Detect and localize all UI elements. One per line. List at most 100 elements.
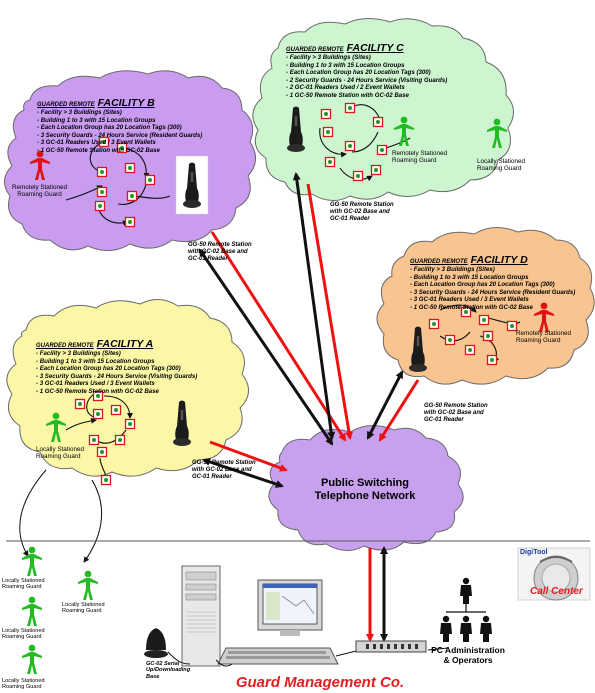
hq-guard-label: Locally Stationed Roaming Guard — [2, 628, 45, 641]
label-line: Roaming Guard — [2, 634, 42, 641]
facility-d-guard-label: Remotely Stationed Roaming Guard — [516, 330, 571, 344]
bullet: - Facility > 3 Buildings (Sites) — [410, 266, 495, 273]
bullet: - 1 GC-50 Remote Station with GC-02 Base — [286, 91, 409, 99]
label-line: with GC-02 Base and — [192, 467, 252, 473]
logo-call-center: Call Center — [530, 586, 583, 597]
bullet: - Each Location Group has 20 Location Ta… — [286, 69, 431, 77]
guard-green-icon — [22, 644, 42, 674]
bullet: - 3 GC-01 Readers Used / 3 Event Wallets — [36, 380, 155, 388]
label-line: with GC-02 Base and — [188, 249, 248, 255]
pc-monitor-icon — [257, 579, 323, 636]
label-line: Roaming Guard — [516, 337, 561, 345]
facility-b-bullets: - Facility > 3 Buildings (Sites) - Build… — [37, 109, 202, 155]
label-line: GC-01 Reader — [192, 474, 232, 480]
label-line: Locally Stationed — [477, 158, 525, 165]
facility-a-station-label: GG-50 Remote Station with GC-02 Base and… — [192, 460, 256, 481]
label-line: Roaming Guard — [17, 191, 62, 199]
operators-icon — [440, 577, 492, 642]
operators-label: PC Administration & Operators — [430, 645, 506, 665]
bullet: - 2 Security Guards - 24 Hours Service (… — [286, 76, 448, 84]
facility-a-prefix: GUARDED REMOTE — [36, 343, 94, 349]
label-line: Locally Stationed — [36, 446, 84, 453]
label-line: with GC-02 Base and — [424, 410, 484, 416]
facility-d-bullets: - Facility > 3 Buildings (Sites) - Build… — [410, 266, 575, 312]
bullet: - 3 Security Guards - 24 Hours Service (… — [410, 288, 576, 296]
label-line: Up/Downloading — [146, 667, 191, 674]
facility-c-prefix: GUARDED REMOTE — [286, 47, 344, 53]
connection-facility-d-network — [366, 370, 420, 442]
label-line: Locally Stationed — [2, 678, 45, 684]
label-line: Locally Stationed — [62, 602, 105, 608]
hq-base-reader-icon — [144, 628, 168, 658]
label-line: Roaming Guard — [62, 608, 102, 615]
modem-icon — [355, 640, 427, 653]
label-line: GC-01 Reader — [188, 256, 228, 262]
bullet: - Building 1 to 3 with 15 Location Group… — [36, 357, 155, 365]
facility-b-name: FACILITY B — [97, 97, 155, 109]
logo-brand: DigiTool — [520, 549, 548, 556]
hq-guard-label: Locally Stationed Roaming Guard — [62, 602, 105, 615]
bullet: - 1 GC-50 Remote Station with GC-02 Base — [36, 387, 159, 395]
bullet: - Building 1 to 3 with 15 Location Group… — [37, 116, 156, 124]
keyboard-icon — [217, 647, 339, 665]
bullet: - 3 Security Guards - 24 Hours Service (… — [37, 131, 203, 139]
label-line: Roaming Guard — [477, 165, 522, 173]
bullet: - Building 1 to 3 with 15 Location Group… — [286, 61, 405, 69]
connection-network-hq — [366, 546, 388, 642]
facility-b-station — [175, 155, 209, 215]
company-name: Guard Management Co. — [235, 674, 405, 691]
label-line: GG-50 Remote Station — [330, 202, 394, 208]
bullet: - 1 GC-50 Remote Station with GC-02 Base — [37, 146, 160, 154]
bullet: - 3 GC-01 Readers Used / 3 Event Wallets — [410, 296, 529, 304]
label-line: & Operators — [443, 655, 493, 665]
hq-base-label: GC-02 Serial Up/Downloading Base — [146, 661, 190, 680]
label-line: Remotely Stationed — [392, 150, 447, 157]
call-center-logo — [517, 547, 591, 601]
label-line: Locally Stationed — [2, 578, 45, 584]
bullet: - Facility > 3 Buildings (Sites) — [286, 54, 371, 61]
bullet: - 3 GC-01 Readers Used / 3 Event Wallets — [37, 139, 156, 147]
facility-b-guard-label: Remotely Stationed Roaming Guard — [12, 184, 67, 198]
label-line: Locally Stationed — [2, 628, 45, 634]
network-line-1: Public Switching — [320, 477, 409, 489]
facility-a-bullets: - Facility > 3 Buildings (Sites) - Build… — [36, 350, 197, 396]
facility-b-station-label: GG-50 Remote Station with GC-02 Base and… — [188, 242, 252, 263]
bullet: - Facility > 3 Buildings (Sites) — [36, 350, 121, 357]
label-line: Roaming Guard — [2, 584, 42, 591]
bullet: - Building 1 to 3 with 15 Location Group… — [410, 273, 529, 281]
facility-a-guard-dispatch-arrows — [19, 469, 103, 563]
hq-guard-label: Locally Stationed Roaming Guard — [2, 578, 45, 591]
label-line: Remotely Stationed — [516, 330, 571, 337]
facility-c-cloud — [252, 18, 514, 201]
network-line-2: Telephone Network — [314, 490, 416, 502]
bullet: - 2 GC-01 Readers Used / 2 Event Wallets — [286, 84, 405, 92]
bullet: - 3 Security Guards - 24 Hours Service (… — [36, 372, 198, 380]
label-line: Roaming Guard — [36, 453, 81, 461]
bullet: - Each Location Group has 20 Location Ta… — [37, 124, 182, 132]
label-line: Roaming Guard — [2, 684, 42, 691]
facility-d-station-label: GG-50 Remote Station with GC-02 Base and… — [424, 403, 488, 424]
network-label: Public Switching Telephone Network — [300, 477, 430, 503]
label-line: with GC-02 Base and — [330, 209, 390, 215]
guard-green-icon — [22, 596, 42, 626]
facility-c-name: FACILITY C — [346, 42, 404, 54]
facility-c-station-label: GG-50 Remote Station with GC-02 Base and… — [330, 202, 394, 223]
facility-a-name: FACILITY A — [96, 338, 154, 350]
label-line: Remotely Stationed — [12, 184, 67, 191]
guard-green-icon — [78, 570, 98, 600]
label-line: GG-50 Remote Station — [424, 403, 488, 409]
label-line: GC-01 Reader — [330, 216, 370, 222]
label-line: PC Administration — [431, 645, 505, 655]
label-line: GC-01 Reader — [424, 417, 464, 423]
facility-d-name: FACILITY D — [470, 254, 528, 266]
pc-tower-icon — [181, 565, 221, 667]
bullet: - Facility > 3 Buildings (Sites) — [37, 109, 122, 116]
